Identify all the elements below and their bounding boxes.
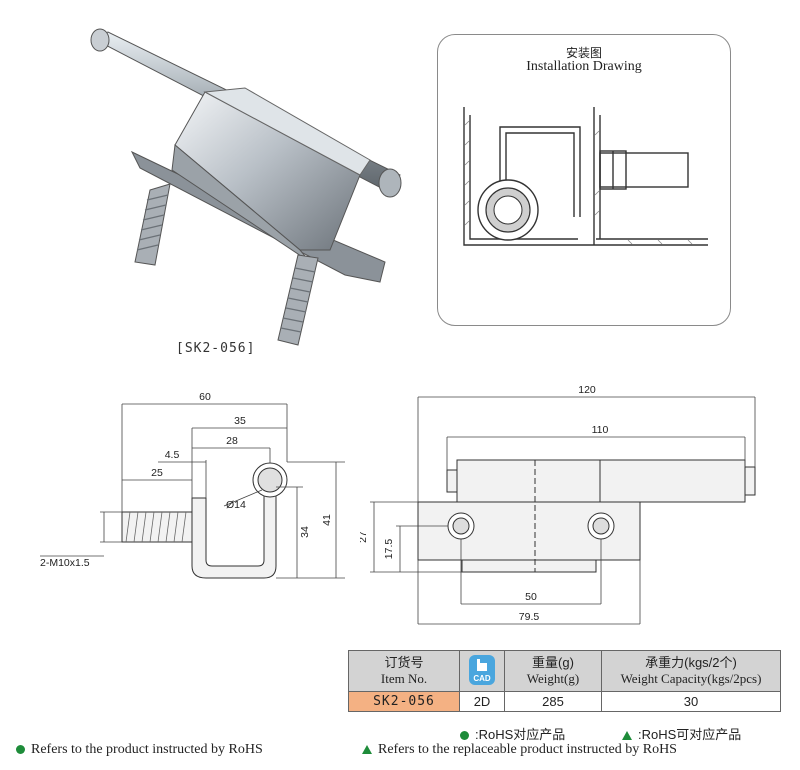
dim-41: 41: [321, 514, 333, 526]
rohs-triangle-icon: [362, 745, 372, 755]
dim-34: 34: [299, 526, 311, 538]
dim-17-5: 17.5: [383, 539, 395, 560]
dim-25: 25: [151, 467, 163, 479]
installation-title-en: Installation Drawing: [526, 59, 642, 74]
header-item-cn: 订货号: [384, 655, 424, 670]
installation-diagram: [463, 107, 708, 246]
installation-drawing-panel: 安装图 Installation Drawing: [437, 34, 731, 326]
dim-35: 35: [234, 415, 246, 427]
spec-table: 订货号 Item No. CAD 重量(g) Weight(g) 承重力(kgs…: [348, 650, 781, 712]
legend-replace-cn: :RoHS可对应产品: [622, 724, 741, 743]
cad-cell: 2D: [459, 691, 505, 712]
table-row: SK2-056 2D 285 30: [348, 691, 781, 712]
header-weight-en: Weight(g): [526, 671, 580, 686]
capacity-cell: 30: [601, 691, 781, 712]
product-photo: [90, 28, 402, 346]
spec-table-header: 订货号 Item No. CAD 重量(g) Weight(g) 承重力(kgs…: [348, 650, 781, 692]
header-cad: CAD: [459, 650, 505, 692]
product-code-label: [SK2-056]: [176, 341, 256, 356]
installation-title-cn: 安装图: [565, 46, 602, 60]
rohs-dot-icon: [16, 745, 25, 755]
weight-cell: 285: [504, 691, 602, 712]
dim-27: 27: [360, 531, 369, 543]
dim-28: 28: [226, 435, 238, 447]
item-no-cell: SK2-056: [348, 691, 460, 712]
dim-50: 50: [525, 591, 537, 603]
side-view-drawing: 60 35 28 4.5 25 Ø14 34 41 2-M10x1.5: [40, 391, 345, 579]
header-weight: 重量(g) Weight(g): [504, 650, 602, 692]
dim-120: 120: [578, 384, 596, 396]
rohs-dot-icon: [460, 731, 469, 741]
dim-diameter: Ø14: [226, 499, 246, 511]
header-item-no: 订货号 Item No.: [348, 650, 460, 692]
header-capacity: 承重力(kgs/2个) Weight Capacity(kgs/2pcs): [601, 650, 781, 692]
dim-4-5: 4.5: [165, 449, 180, 461]
dim-60: 60: [199, 391, 211, 403]
legend-rohs-en: Refers to the product instructed by RoHS: [16, 742, 263, 758]
legend-rohs-cn: :RoHS对应产品: [460, 724, 565, 743]
header-item-en: Item No.: [380, 671, 428, 686]
dim-79-5: 79.5: [519, 611, 540, 623]
header-capacity-en: Weight Capacity(kgs/2pcs): [620, 671, 762, 686]
dim-thread: 2-M10x1.5: [40, 557, 90, 569]
dim-110: 110: [592, 424, 609, 436]
rohs-triangle-icon: [622, 731, 632, 741]
header-capacity-cn: 承重力(kgs/2个): [645, 655, 737, 670]
header-weight-cn: 重量(g): [532, 655, 574, 670]
legend-replace-en: Refers to the replaceable product instru…: [362, 742, 677, 758]
front-view-drawing: 120 110 27 17.5 50 79.5: [360, 384, 756, 625]
cad-icon: CAD: [469, 654, 495, 685]
